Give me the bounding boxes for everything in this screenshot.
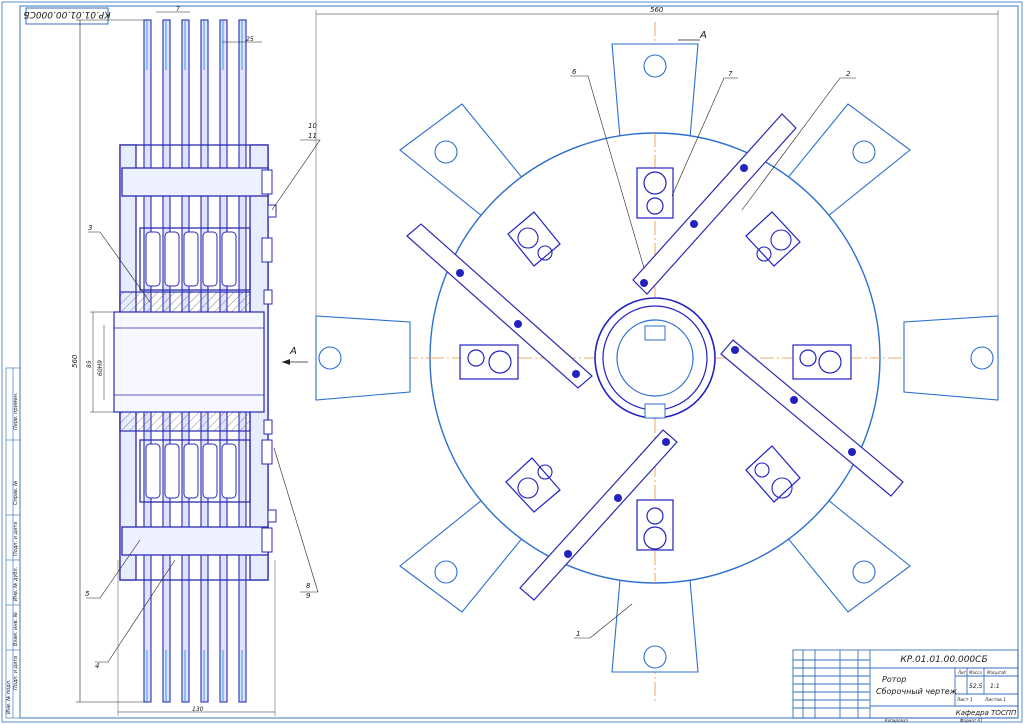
leader-6: 6	[572, 68, 577, 76]
dim-height-560: 560	[71, 354, 79, 368]
top-left-stamp: КР.01.01.00.000СБ	[23, 7, 111, 25]
leader-7: 7	[728, 70, 733, 78]
title-org: Кафедра ТОСПП	[956, 709, 1017, 717]
leader-10: 10	[308, 122, 317, 130]
title-name: Ротор	[882, 675, 906, 684]
section-mark-side: А	[289, 346, 297, 357]
side-col-orig-inv: Инв. № подл.	[6, 680, 12, 715]
central-hub	[594, 297, 716, 419]
title-head-scale: Масштаб	[987, 670, 1007, 675]
title-subname: Сборочный чертеж	[876, 687, 958, 696]
title-format: Формат А1	[960, 718, 983, 723]
title-head-lit: Лит.	[957, 670, 967, 675]
title-mass: 52,5	[969, 683, 983, 690]
title-head-mass: Масса	[969, 670, 982, 675]
leader-2: 2	[846, 70, 851, 78]
leader-5: 5	[85, 590, 90, 598]
leader-9: 9	[306, 592, 311, 600]
side-col-ref-no: Справ. №	[13, 481, 19, 505]
dim-bore-60h9: 60H9	[97, 360, 104, 376]
front-view: 560	[315, 6, 999, 702]
dim-hub-85: 85	[86, 360, 93, 368]
side-view: 560 85 60H9 7 25	[71, 6, 321, 716]
dim-top-7: 7	[176, 6, 180, 13]
side-col-repl-inv: Взам. инв. №	[13, 612, 19, 646]
side-col-sign-date-2: Подп. и дата	[13, 656, 19, 690]
side-col-first-use: Перв. примен.	[13, 392, 19, 430]
leader-3: 3	[88, 224, 92, 232]
dim-width-130: 130	[192, 706, 204, 713]
title-block: КР.01.01.00.000СБ Ротор Сборочный чертеж…	[792, 649, 1019, 723]
title-designation: КР.01.01.00.000СБ	[900, 655, 987, 665]
title-copied: Копировал	[885, 718, 908, 723]
leader-11: 11	[308, 132, 317, 140]
leader-8: 8	[306, 582, 311, 590]
section-mark-top: А	[699, 30, 707, 41]
leader-1: 1	[576, 630, 580, 638]
side-col-sign-date: Подп. и дата	[13, 522, 19, 556]
inner-frame	[19, 5, 1019, 719]
side-col-dup-inv: Инв. № дубл.	[13, 567, 19, 601]
title-sheet: Лист 1	[956, 697, 973, 703]
title-sheets: Листов 1	[984, 697, 1006, 703]
dim-front-560: 560	[650, 6, 664, 14]
title-scale: 1:1	[990, 683, 1000, 690]
stamp-designation: КР.01.01.00.000СБ	[23, 9, 110, 19]
shaft-bore	[113, 311, 265, 413]
leader-4: 4	[95, 662, 99, 670]
dim-top-25: 25	[246, 36, 254, 43]
side-columns	[5, 367, 21, 719]
